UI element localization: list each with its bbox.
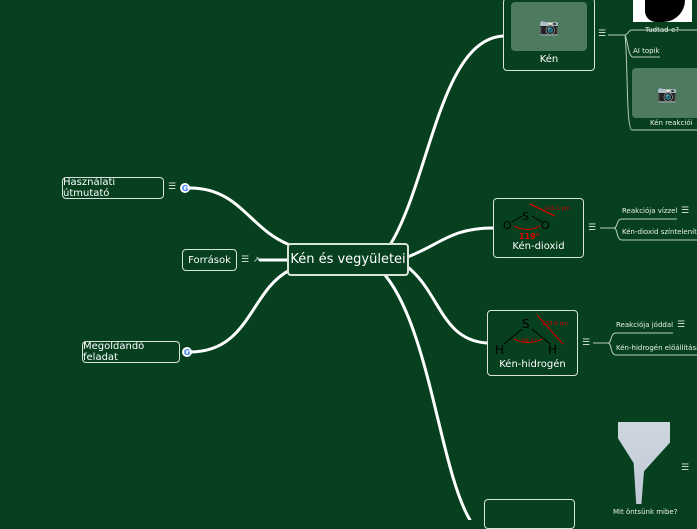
bond-length-label: 143.1 pm — [544, 206, 570, 212]
central-topic[interactable]: Kén és vegyületei — [287, 243, 409, 276]
atom-s: S — [522, 317, 530, 331]
google-icon[interactable]: G — [180, 183, 190, 193]
topic-megoldando-feladat[interactable]: Megoldandó feladat — [82, 341, 180, 363]
notes-icon[interactable]: ☰ — [598, 29, 607, 39]
so2-structure-diagram: S O O 143.1 pm 119° — [503, 203, 570, 240]
h2s-structure-diagram: S H H 133.6 pm 92.1° — [495, 314, 568, 357]
bond-angle-label: 92.1° — [522, 338, 537, 344]
notes-icon[interactable]: ☰ — [241, 255, 250, 265]
atom-h: H — [495, 343, 504, 357]
topic-bottom[interactable] — [484, 499, 575, 529]
atom-s: S — [522, 210, 529, 223]
notes-icon[interactable]: ☰ — [582, 338, 591, 348]
atom-o: O — [541, 219, 550, 232]
external-link-icon[interactable]: ↗ — [253, 255, 260, 264]
atom-h: H — [548, 343, 557, 357]
atom-o: O — [503, 219, 512, 232]
image-placeholder-camera-icon: 📷 — [511, 2, 587, 51]
subtopic-tudtad-e[interactable]: Tudtad-e? — [645, 26, 680, 34]
image-placeholder-camera-icon: 📷 — [632, 68, 697, 118]
notes-icon[interactable]: ☰ — [677, 320, 686, 330]
topic-label: Források — [188, 254, 231, 266]
google-icon[interactable]: G — [182, 347, 192, 357]
bond-angle-label: 119° — [519, 232, 540, 240]
subtopic-ai-topik[interactable]: AI topik — [633, 47, 660, 55]
notes-icon[interactable]: ☰ — [681, 206, 690, 216]
notes-icon[interactable]: ☰ — [168, 182, 177, 192]
image-tudtad-e — [633, 0, 692, 22]
subtopic-mit-ontsunk-mibe[interactable]: Mit öntsünk mibe? — [613, 508, 678, 516]
notes-icon[interactable]: ☰ — [681, 463, 690, 473]
central-topic-label: Kén és vegyületei — [290, 252, 406, 267]
topic-hasznalati-utmutato[interactable]: Használati útmutató — [62, 177, 164, 199]
topic-label: Kén-hidrogén — [499, 359, 566, 370]
topic-label: Megoldandó feladat — [83, 341, 145, 363]
subtopic-reakcioja-vizzel[interactable]: Reakciója vízzel — [622, 207, 678, 215]
subtopic-ken-reakcioi[interactable]: Kén reakciói — [650, 119, 693, 127]
notes-icon[interactable]: ☰ — [588, 223, 597, 233]
topic-forrasok[interactable]: Források — [182, 249, 237, 271]
topic-label: Kén-dioxid — [512, 241, 565, 252]
bond-length-label: 133.6 pm — [542, 321, 568, 327]
subtopic-ken-hidrogen-eloallitasa[interactable]: Kén-hidrogén előállítása — [616, 344, 697, 352]
subtopic-reakcioja-joddal[interactable]: Reakciója jóddal — [616, 321, 674, 329]
subtopic-ken-dioxid-szintelenito[interactable]: Kén-dioxid színtelenítő — [622, 228, 697, 236]
topic-label: Használati útmutató — [63, 177, 116, 199]
topic-label: Kén — [539, 54, 559, 65]
